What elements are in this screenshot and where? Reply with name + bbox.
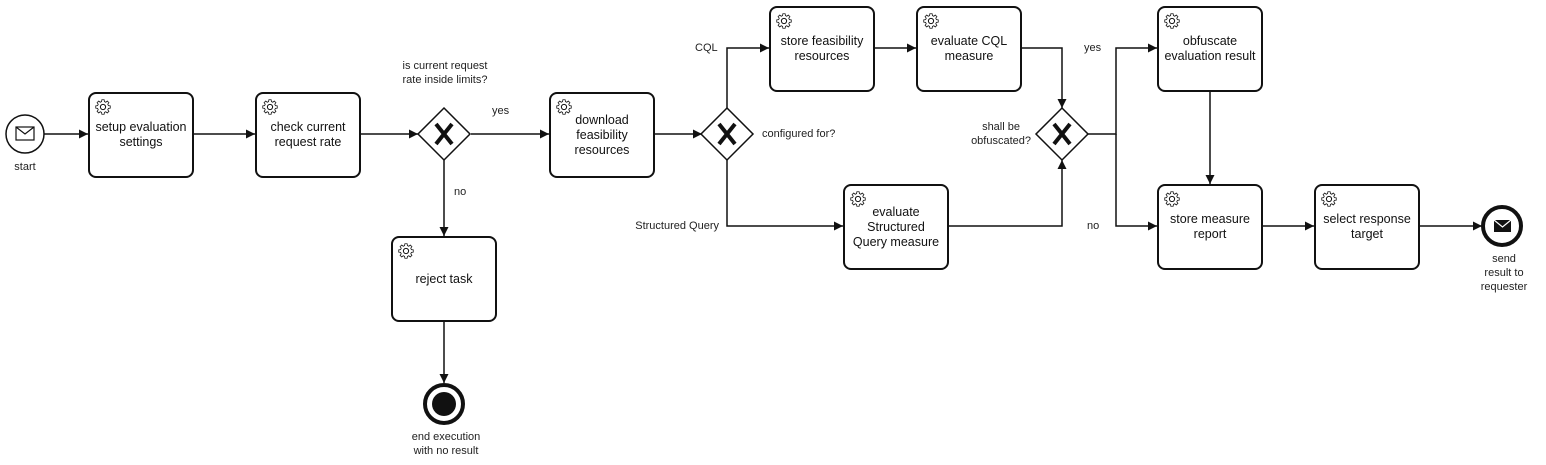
flow-label-obf-no: no xyxy=(1087,220,1100,232)
send-result-end-event xyxy=(1481,205,1523,247)
task-check-request-rate: check current request rate xyxy=(255,92,361,178)
send-result-label: send result to requester xyxy=(1480,253,1528,293)
task-label: select response target xyxy=(1323,212,1411,241)
flow-sq-to-evaluate-sq xyxy=(726,160,843,231)
task-select-response-target: select response target xyxy=(1314,184,1420,270)
task-label: setup evaluation settings xyxy=(95,120,187,149)
task-label: download feasibility resources xyxy=(574,112,630,157)
gateway-rate-label: is current request rate inside limits? xyxy=(402,60,488,86)
gateway-configured-for xyxy=(699,106,755,162)
task-store-measure-report: store measure report xyxy=(1157,184,1263,270)
flow-label-structured-query: Structured Query xyxy=(635,220,719,232)
gateway-obfuscate-label: shall be obfuscated? xyxy=(971,121,1031,147)
task-label: store measure report xyxy=(1170,212,1250,241)
task-label: obfuscate evaluation result xyxy=(1164,34,1256,63)
gear-icon xyxy=(398,243,414,259)
envelope-filled-icon xyxy=(1493,219,1512,232)
gateway-configured-label: configured for? xyxy=(762,128,836,140)
task-label: store feasibility resources xyxy=(780,34,864,63)
flow-evaluate-cql-to-gateway xyxy=(1021,47,1067,108)
task-setup-evaluation-settings: setup evaluation settings xyxy=(88,92,194,178)
task-label: check current request rate xyxy=(270,120,346,149)
task-reject: reject task xyxy=(391,236,497,322)
gear-icon xyxy=(850,191,866,207)
start-event-label: start xyxy=(14,161,36,173)
envelope-icon xyxy=(15,126,35,141)
gear-icon xyxy=(556,99,572,115)
flow-evaluate-sq-to-gateway xyxy=(948,160,1067,227)
task-label: evaluate CQL measure xyxy=(930,34,1008,63)
flow-label-rate-yes: yes xyxy=(492,105,510,117)
task-label: evaluate Structured Query measure xyxy=(852,204,940,249)
gear-icon xyxy=(262,99,278,115)
flow-label-obf-yes: yes xyxy=(1084,42,1102,54)
flow-obf-no xyxy=(1115,134,1157,231)
start-event xyxy=(5,114,45,154)
task-evaluate-cql-measure: evaluate CQL measure xyxy=(916,6,1022,92)
gateway-rate-limit xyxy=(416,106,472,162)
flow-label-rate-no: no xyxy=(454,186,467,198)
gear-icon xyxy=(923,13,939,29)
task-label: reject task xyxy=(415,271,473,286)
flow-cql-to-store xyxy=(726,43,769,108)
task-store-feasibility-resources: store feasibility resources xyxy=(769,6,875,92)
flow-obf-yes xyxy=(1088,43,1157,135)
task-obfuscate-evaluation-result: obfuscate evaluation result xyxy=(1157,6,1263,92)
flow-label-cql: CQL xyxy=(695,42,718,54)
task-evaluate-structured-query-measure: evaluate Structured Query measure xyxy=(843,184,949,270)
gear-icon xyxy=(1164,191,1180,207)
end-event-label: end execution with no result xyxy=(411,431,481,457)
gear-icon xyxy=(1321,191,1337,207)
end-event-no-result xyxy=(423,383,465,425)
gear-icon xyxy=(776,13,792,29)
task-download-feasibility-resources: download feasibility resources xyxy=(549,92,655,178)
gear-icon xyxy=(95,99,111,115)
gear-icon xyxy=(1164,13,1180,29)
gateway-obfuscate xyxy=(1034,106,1090,162)
